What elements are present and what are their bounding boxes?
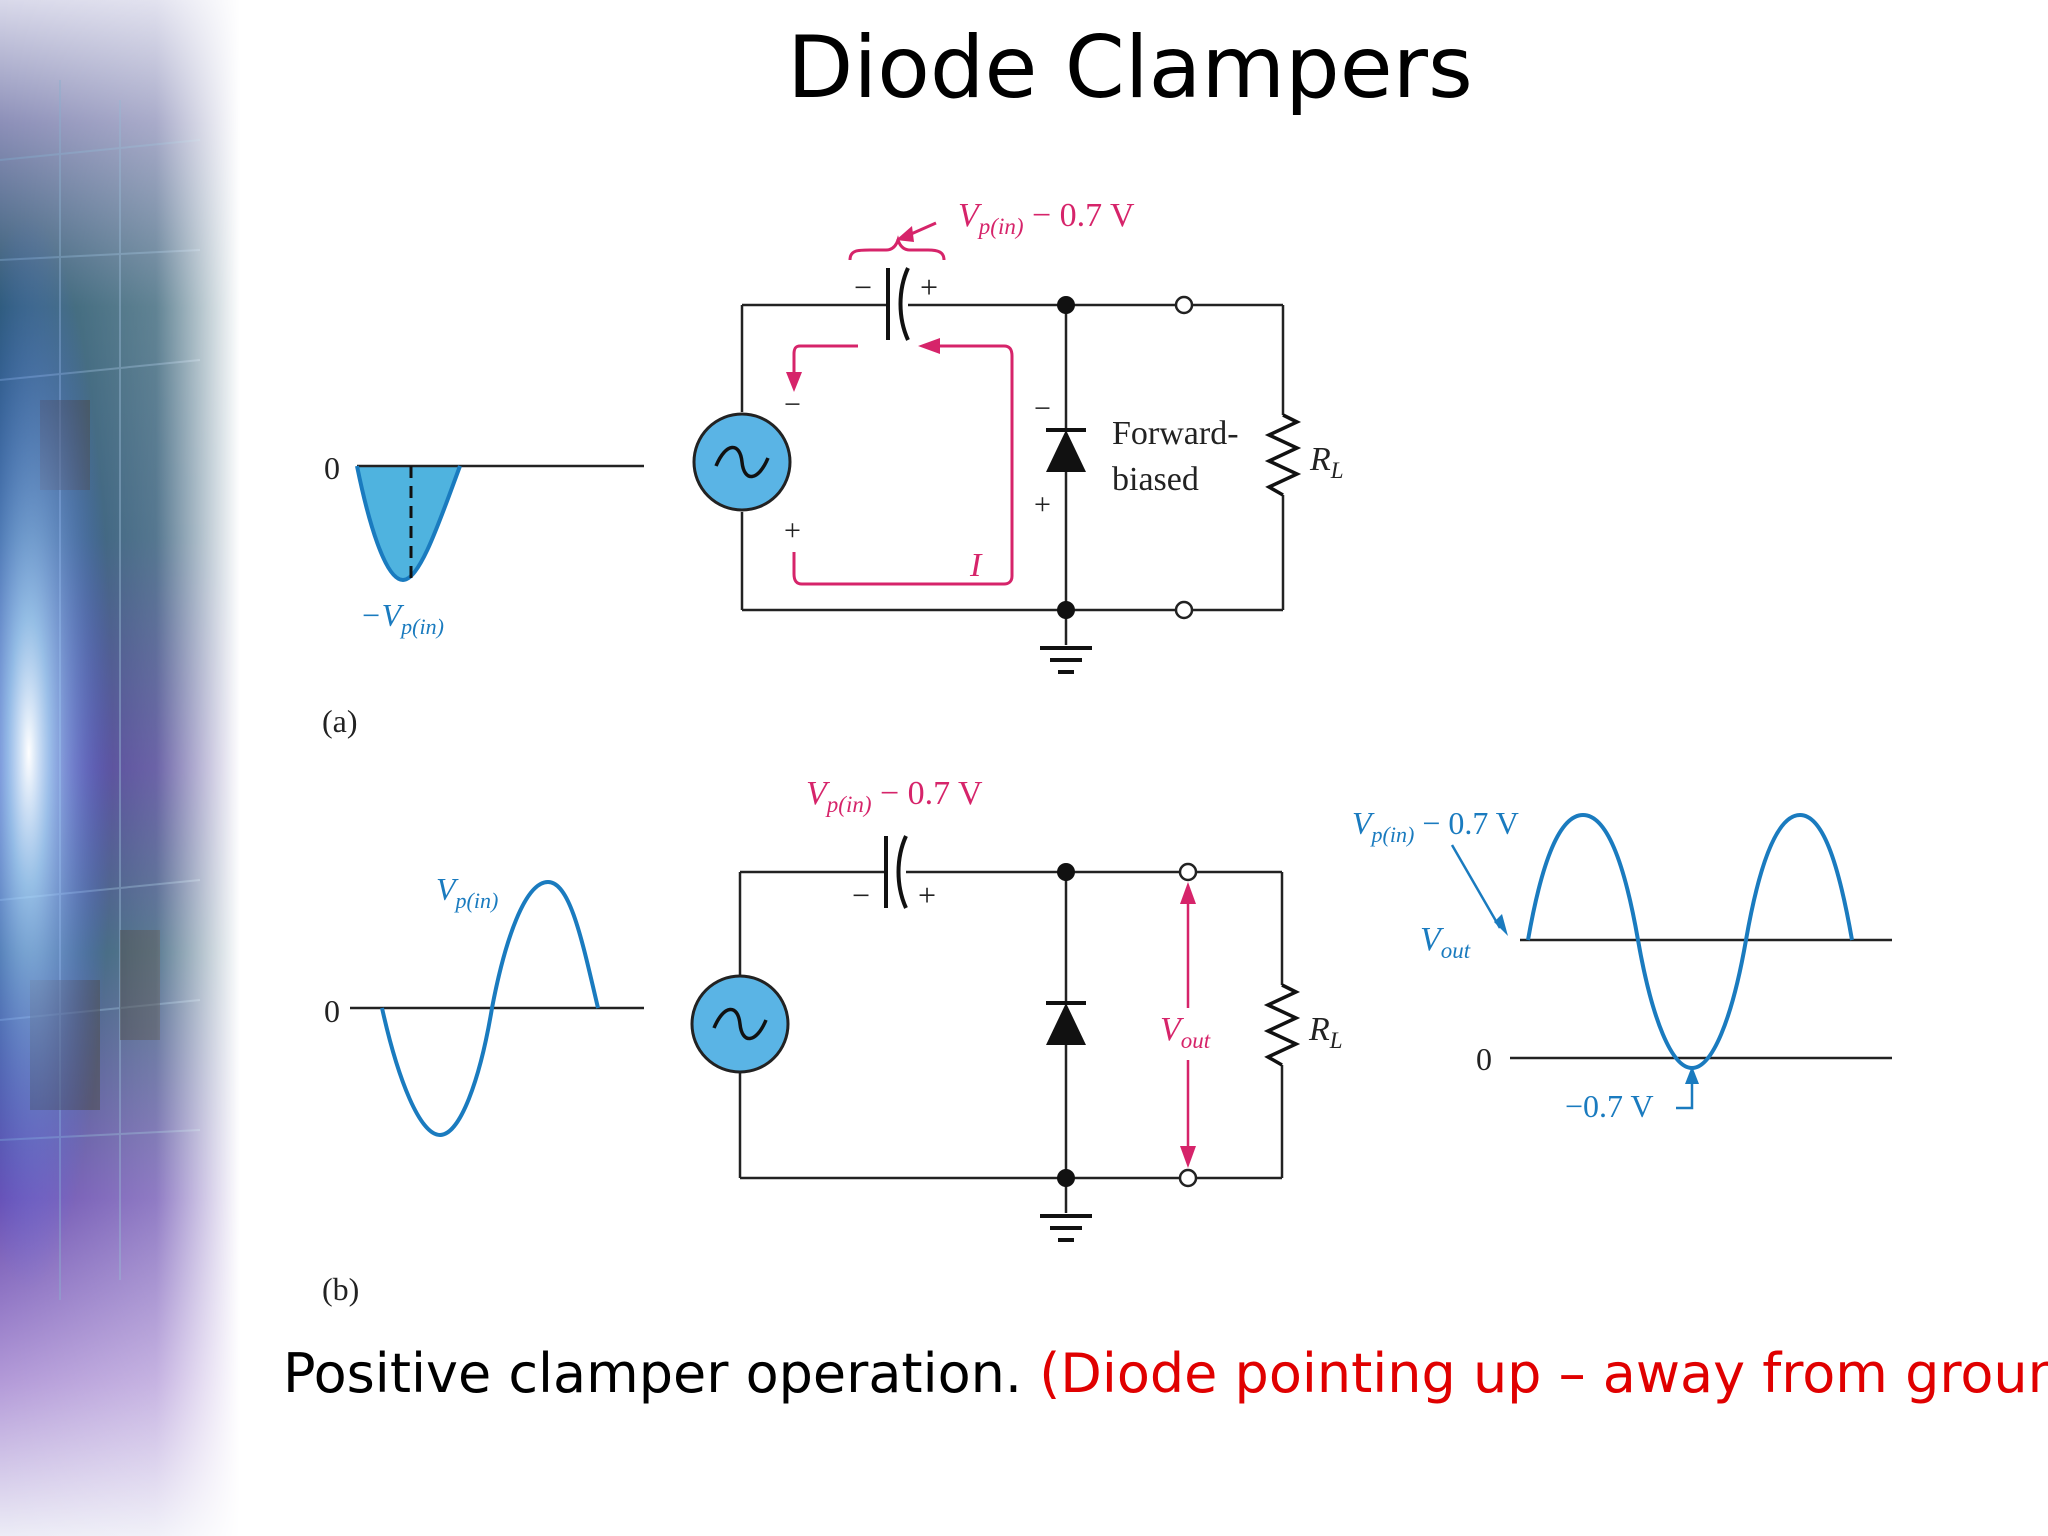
node-dots-a	[1057, 296, 1075, 619]
diode-icon	[1046, 1001, 1086, 1045]
resistor-icon	[1264, 413, 1302, 497]
ground-icon	[1040, 646, 1092, 674]
resistor-icon	[1263, 983, 1301, 1067]
zero-label-a: 0	[324, 450, 340, 486]
ac-source-icon	[690, 974, 790, 1074]
input-waveform-a	[355, 464, 644, 583]
src-plus-a: +	[784, 514, 801, 547]
panel-label-a: (a)	[322, 703, 358, 739]
side-decoration-image	[0, 0, 240, 1536]
cap-plus-b: +	[918, 877, 936, 913]
vout-label-graph: Vout	[1420, 921, 1471, 963]
cap-voltage-label-a: Vp(in) − 0.7 V	[958, 197, 1135, 239]
src-minus-a: −	[784, 388, 801, 421]
caption-main: Positive clamper operation.	[283, 1342, 1023, 1405]
diode-icon	[1046, 428, 1086, 472]
circuit-a-wires	[740, 303, 1285, 645]
current-path	[792, 344, 1014, 586]
output-terminals-a	[1174, 295, 1194, 620]
slide-title: Diode Clampers	[787, 18, 1473, 118]
vout-arrow	[1180, 882, 1196, 1168]
current-label: I	[969, 547, 983, 584]
zero-label-b: 0	[324, 993, 340, 1029]
panel-label-b: (b)	[322, 1271, 359, 1307]
diode-minus-a: −	[1034, 392, 1051, 425]
node-dots-b	[1057, 863, 1075, 1187]
cap-minus-a: −	[854, 269, 872, 305]
min-value-arrow	[1676, 1066, 1699, 1110]
vout-label-b: Vout	[1160, 1011, 1211, 1053]
load-label-b: RL	[1308, 1011, 1343, 1053]
load-label-a: RL	[1309, 441, 1344, 483]
min-value-label: −0.7 V	[1565, 1088, 1654, 1124]
panel-a: 0 −Vp(in)	[322, 197, 1344, 739]
arrowhead-cap-voltage	[896, 226, 914, 242]
current-arrowhead-2	[918, 338, 940, 354]
diode-state-line2: biased	[1112, 461, 1199, 498]
cap-minus-b: −	[852, 877, 870, 913]
capacitor-icon	[884, 835, 908, 909]
clamp-level-arrow	[1450, 844, 1508, 936]
diode-state-line1: Forward-	[1112, 415, 1239, 452]
zero-label-graph: 0	[1476, 1041, 1492, 1077]
input-waveform-b	[350, 879, 644, 1138]
current-arrowhead-1	[786, 372, 802, 392]
caption-note: (Diode pointing up – away from ground)	[1039, 1342, 2048, 1405]
neg-peak-label: −Vp(in)	[360, 597, 444, 639]
capacitor-icon	[886, 267, 910, 341]
panel-b: 0 Vp(in) −	[322, 775, 1892, 1307]
cap-voltage-label-b: Vp(in) − 0.7 V	[806, 775, 983, 817]
output-terminals-b	[1178, 862, 1198, 1188]
slide-caption: Positive clamper operation. (Diode point…	[283, 1342, 2048, 1405]
cap-voltage-brace	[848, 221, 946, 261]
circuit-b-wires	[738, 870, 1284, 1213]
ground-icon	[1040, 1214, 1092, 1242]
peak-label-b: Vp(in)	[436, 871, 498, 913]
output-waveform	[1510, 812, 1892, 1071]
clamp-level-label: Vp(in) − 0.7 V	[1352, 805, 1519, 847]
ac-source-icon	[692, 412, 792, 512]
diode-plus-a: +	[1034, 488, 1051, 521]
cap-plus-a: +	[920, 269, 938, 305]
